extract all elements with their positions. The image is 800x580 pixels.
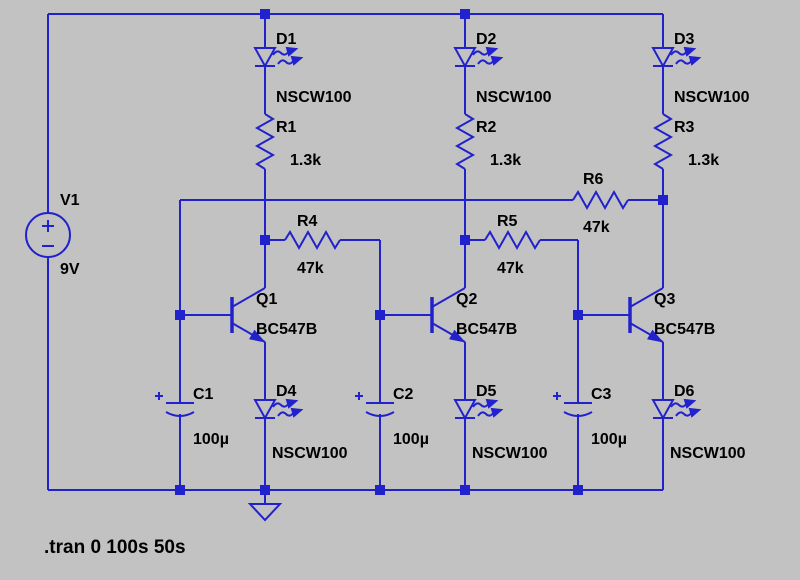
label-D5-name[interactable]: D5 (476, 383, 497, 400)
junction-dot (573, 485, 583, 495)
label-C2-name[interactable]: C2 (393, 386, 414, 403)
junction-dot (460, 235, 470, 245)
junction-dot (375, 485, 385, 495)
label-R2-value[interactable]: 1.3k (490, 152, 521, 169)
junction-dot (175, 310, 185, 320)
label-R5-name[interactable]: R5 (497, 213, 518, 230)
label-Q2-value[interactable]: BC547B (456, 321, 517, 338)
label-R5-value[interactable]: 47k (497, 260, 524, 277)
junction-dot (260, 235, 270, 245)
label-R4-name[interactable]: R4 (297, 213, 318, 230)
label-C3-name[interactable]: C3 (591, 386, 612, 403)
label-C1-name[interactable]: C1 (193, 386, 214, 403)
label-Q1-name[interactable]: Q1 (256, 291, 277, 308)
label-D3-value[interactable]: NSCW100 (674, 89, 750, 106)
junction-dot (260, 9, 270, 19)
label-D1-name[interactable]: D1 (276, 31, 297, 48)
label-D1-value[interactable]: NSCW100 (276, 89, 352, 106)
label-C1-value[interactable]: 100µ (193, 431, 229, 448)
spice-directive[interactable]: .tran 0 100s 50s (44, 537, 186, 558)
voltage-source-V1[interactable] (25, 212, 71, 258)
label-V1-name[interactable]: V1 (60, 192, 80, 209)
junction-dot (460, 485, 470, 495)
label-D2-value[interactable]: NSCW100 (476, 89, 552, 106)
label-V1-value[interactable]: 9V (60, 261, 80, 278)
label-R3-value[interactable]: 1.3k (688, 152, 719, 169)
label-Q2-name[interactable]: Q2 (456, 291, 477, 308)
label-D6-name[interactable]: D6 (674, 383, 695, 400)
label-R2-name[interactable]: R2 (476, 119, 497, 136)
label-C2-value[interactable]: 100µ (393, 431, 429, 448)
label-D5-value[interactable]: NSCW100 (472, 445, 548, 462)
label-D3-name[interactable]: D3 (674, 31, 695, 48)
label-Q3-name[interactable]: Q3 (654, 291, 675, 308)
junction-dot (573, 310, 583, 320)
junction-dot (175, 485, 185, 495)
label-D6-value[interactable]: NSCW100 (670, 445, 746, 462)
circuit (25, 9, 699, 522)
label-Q3-value[interactable]: BC547B (654, 321, 715, 338)
junction-dots (175, 9, 668, 495)
label-R6-value[interactable]: 47k (583, 219, 610, 236)
label-R3-name[interactable]: R3 (674, 119, 695, 136)
label-Q1-value[interactable]: BC547B (256, 321, 317, 338)
label-R1-name[interactable]: R1 (276, 119, 297, 136)
label-R4-value[interactable]: 47k (297, 260, 324, 277)
junction-dot (375, 310, 385, 320)
labels: V1 9V D1 NSCW100 D2 NSCW100 D3 NSCW100 R… (44, 31, 750, 558)
label-R6-name[interactable]: R6 (583, 171, 604, 188)
label-C3-value[interactable]: 100µ (591, 431, 627, 448)
junction-dot (658, 195, 668, 205)
label-R1-value[interactable]: 1.3k (290, 152, 321, 169)
label-D2-name[interactable]: D2 (476, 31, 497, 48)
junction-dot (460, 9, 470, 19)
label-D4-name[interactable]: D4 (276, 383, 297, 400)
junction-dot (260, 485, 270, 495)
label-D4-value[interactable]: NSCW100 (272, 445, 348, 462)
